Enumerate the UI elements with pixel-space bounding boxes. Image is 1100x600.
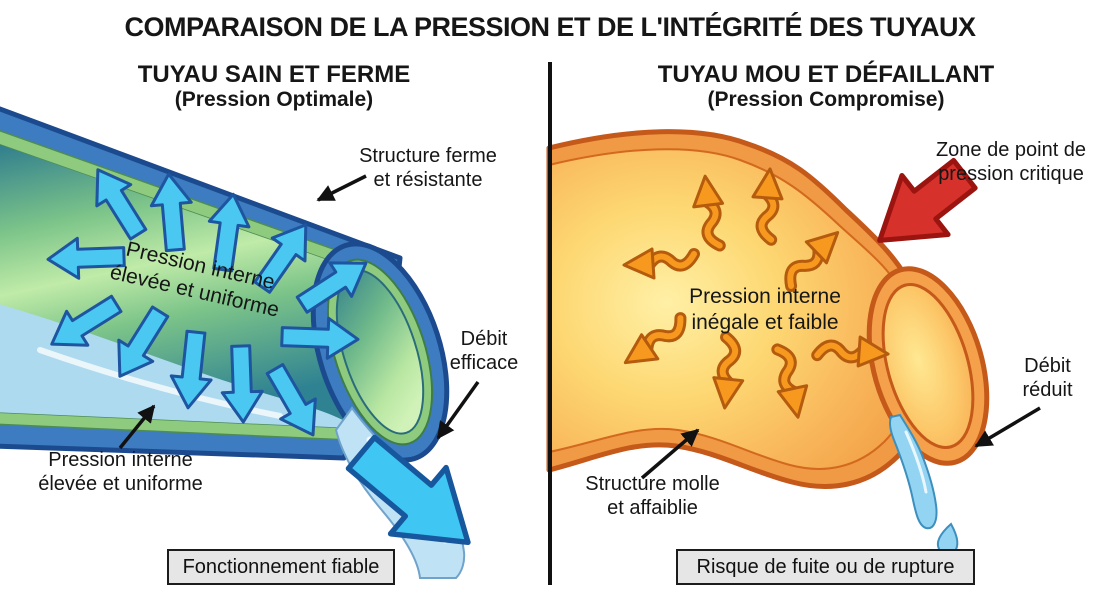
label-line: inégale et faible [691, 310, 839, 334]
label-line: Structure molle [585, 473, 720, 495]
healthy-pipe-opening [310, 241, 450, 463]
label-line: Zone de point de [935, 139, 1087, 161]
right-panel-subheading: (Pression Compromise) [707, 88, 945, 111]
label-internal-pressure-right: Pression interne inégale et faible [665, 284, 865, 335]
critical-pressure-arrow-icon [877, 157, 978, 243]
label-reduced-flow: Débit réduit [1000, 354, 1095, 403]
panel-divider [548, 62, 552, 585]
label-line: Pression interne [48, 449, 193, 471]
label-line: efficace [449, 352, 519, 375]
status-box-risk: Risque de fuite ou de rupture [676, 549, 975, 585]
label-line: et résistante [373, 169, 483, 192]
label-firm-structure: Structure ferme et résistante [352, 144, 504, 193]
label-efficient-flow: Débit efficace [435, 327, 533, 376]
failing-pipe-illustration [546, 129, 990, 556]
annotation-arrow [316, 174, 367, 202]
water-drip [889, 413, 938, 530]
healthy-pipe-illustration [0, 106, 471, 579]
page-title: COMPARAISON DE LA PRESSION ET DE L'INTÉG… [124, 12, 976, 42]
label-line: Pression interne [689, 285, 841, 308]
annotation-arrow [118, 404, 156, 450]
annotation-arrow [640, 428, 700, 480]
label-line: réduit [1022, 379, 1073, 402]
label-internal-pressure-bottom: Pression interne élevée et uniforme [18, 448, 223, 497]
annotation-arrow [436, 380, 480, 440]
annotation-arrows [118, 174, 1041, 480]
water-flow-arrow-icon [345, 434, 471, 546]
label-critical-pressure-zone: Zone de point de pression critique [928, 138, 1094, 187]
right-panel-heading: TUYAU MOU ET DÉFAILLANT [657, 61, 995, 88]
left-panel-subheading: (Pression Optimale) [174, 88, 374, 111]
water-drip-highlight [904, 430, 928, 494]
annotation-arrow [974, 406, 1041, 448]
label-line: pression critique [938, 163, 1084, 186]
label-line: élevée et uniforme [38, 473, 203, 496]
left-panel-heading: TUYAU SAIN ET FERME [137, 61, 411, 88]
label-soft-structure: Structure molle et affaiblie [580, 472, 725, 521]
water-pool [0, 304, 352, 428]
status-box-reliable: Fonctionnement fiable [167, 549, 395, 585]
label-line: Structure ferme [359, 145, 497, 167]
label-line: et affaiblie [607, 497, 698, 520]
label-line: Débit [1024, 355, 1071, 377]
label-line: Débit [460, 328, 508, 350]
